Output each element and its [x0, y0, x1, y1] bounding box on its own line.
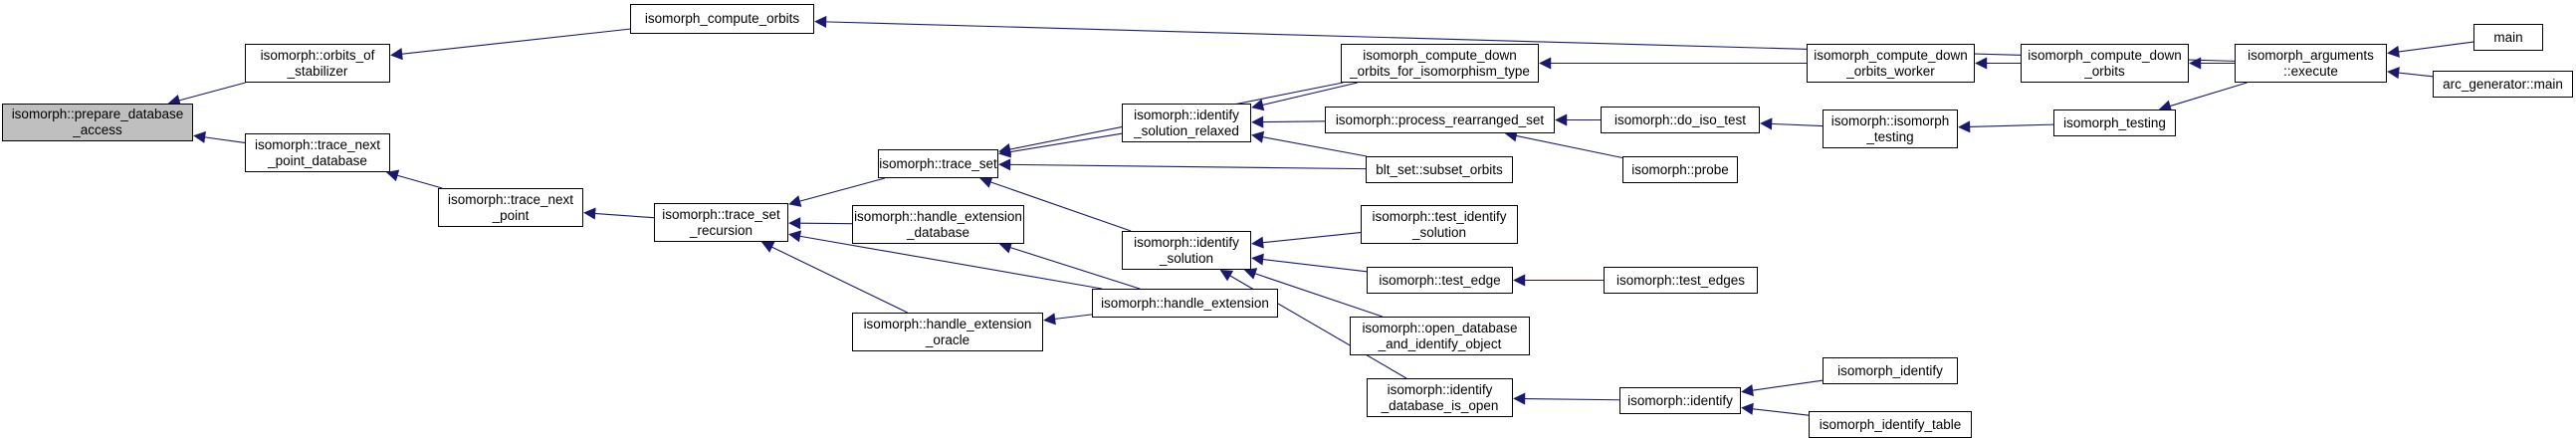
- node-isomorph-identify-table[interactable]: isomorph_identify_table: [1809, 411, 1972, 438]
- node-handle-ext[interactable]: isomorph::handle_extension: [1092, 289, 1278, 318]
- node-trace-next-point[interactable]: isomorph::trace_next _point: [438, 188, 583, 227]
- node-probe[interactable]: isomorph::probe: [1622, 156, 1738, 183]
- edge-subset_orbits-to-trace_set: [998, 158, 1367, 171]
- edge-compute_down_iso-to-identify_relaxed: [1251, 82, 1358, 111]
- edge-identify_solution-to-trace_set: [979, 176, 1132, 232]
- edge-subset_orbits-to-identify_relaxed: [1251, 130, 1368, 157]
- edge-isomorph_testing_m-to-do_iso_test: [1760, 117, 1824, 130]
- node-compute-down-iso[interactable]: isomorph_compute_down _orbits_for_isomor…: [1341, 44, 1539, 83]
- edge-trace_next_point-to-trace_next_db: [385, 169, 443, 189]
- edge-trace_set-to-trace_set_rec: [788, 177, 886, 207]
- edge-handle_ext_oracle-to-trace_set_rec: [760, 241, 908, 314]
- edge-trace_set_rec-to-trace_next_point: [583, 207, 655, 220]
- node-trace-next-db[interactable]: isomorph::trace_next _point_database: [245, 133, 390, 172]
- node-identify[interactable]: isomorph::identify: [1619, 387, 1741, 414]
- node-handle-ext-db[interactable]: isomorph::handle_extension _database: [852, 205, 1024, 244]
- edge-orbits_stab-to-prepare: [167, 82, 246, 107]
- node-orbits-stab[interactable]: isomorph::orbits_of _stabilizer: [245, 44, 390, 83]
- node-trace-set-rec[interactable]: isomorph::trace_set _recursion: [654, 203, 788, 242]
- edge-identify-to-identify_db_open: [1513, 392, 1620, 405]
- edge-isomorph_identify_table-to-identify: [1741, 402, 1810, 416]
- node-main[interactable]: main: [2473, 24, 2543, 51]
- edge-handle_ext-to-handle_ext_oracle: [1043, 313, 1093, 326]
- edge-arc_main-to-args_execute: [2387, 67, 2434, 80]
- edge-identify_relaxed-to-trace_set: [998, 132, 1123, 158]
- node-test-identify[interactable]: isomorph::test_identify _solution: [1361, 205, 1518, 244]
- node-do-iso-test[interactable]: isomorph::do_iso_test: [1601, 107, 1760, 133]
- node-prepare[interactable]: isomorph::prepare_database _access: [2, 104, 193, 141]
- edge-compute_orbits-to-orbits_stab: [390, 28, 631, 61]
- node-args-execute[interactable]: isomorph_arguments ::execute: [2235, 44, 2387, 83]
- node-trace-set[interactable]: isomorph::trace_set: [878, 149, 998, 178]
- node-identify-db-open[interactable]: isomorph::identify _database_is_open: [1367, 378, 1513, 417]
- edge-handle_ext-to-trace_set_rec: [788, 230, 1103, 290]
- node-arc-main[interactable]: arc_generator::main: [2433, 71, 2573, 98]
- edge-test_edge-to-identify_solution: [1251, 253, 1368, 273]
- edge-handle_ext-to-handle_ext_db: [998, 241, 1141, 290]
- node-subset-orbits[interactable]: blt_set::subset_orbits: [1366, 156, 1513, 183]
- node-isomorph-identify[interactable]: isomorph_identify: [1823, 357, 1958, 384]
- edge-main-to-args_execute: [2387, 41, 2474, 58]
- edge-args_execute-to-isomorph_testing: [2158, 82, 2248, 112]
- node-isomorph-testing[interactable]: isomorph_testing: [2053, 110, 2176, 136]
- node-compute-orbits[interactable]: isomorph_compute_orbits: [630, 4, 814, 34]
- node-identify-relaxed[interactable]: isomorph::identify _solution_relaxed: [1122, 104, 1251, 142]
- edge-probe-to-process_rearranged: [1504, 129, 1623, 159]
- edge-process_rearranged-to-identify_relaxed: [1251, 115, 1326, 128]
- node-test-edge[interactable]: isomorph::test_edge: [1367, 267, 1513, 294]
- edge-test_identify-to-identify_solution: [1251, 232, 1362, 249]
- node-compute-down[interactable]: isomorph_compute_down _orbits: [2021, 44, 2189, 83]
- node-open-db-identify[interactable]: isomorph::open_database _and_identify_ob…: [1350, 317, 1530, 355]
- edge-args_execute-to-compute_orbits: [814, 15, 2236, 62]
- edge-open_db_identify-to-identify_solution: [1243, 268, 1383, 318]
- node-compute-down-worker[interactable]: isomorph_compute_down _orbits_worker: [1807, 44, 1975, 83]
- node-process-rearranged[interactable]: isomorph::process_rearranged_set: [1325, 107, 1555, 133]
- node-identify-solution[interactable]: isomorph::identify _solution: [1122, 231, 1251, 270]
- edge-isomorph_identify-to-identify: [1741, 379, 1824, 397]
- edge-isomorph_testing-to-isomorph_testing_m: [1958, 120, 2054, 133]
- node-handle-ext-oracle[interactable]: isomorph::handle_extension _oracle: [852, 313, 1043, 351]
- node-isomorph-testing-m[interactable]: isomorph::isomorph _testing: [1823, 110, 1958, 148]
- edge-trace_next_db-to-prepare: [193, 130, 246, 143]
- node-test-edges[interactable]: isomorph::test_edges: [1604, 267, 1758, 294]
